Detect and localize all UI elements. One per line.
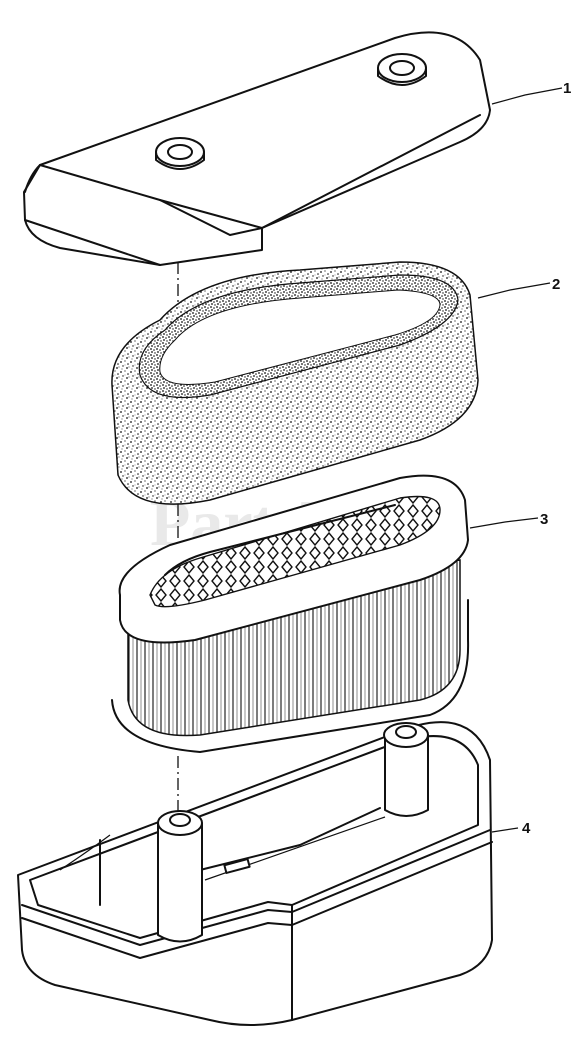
callout-4: 4	[522, 820, 531, 837]
part-2-foam-precleaner	[111, 261, 479, 505]
callout-1: 1	[563, 80, 571, 97]
callout-2: 2	[552, 276, 560, 293]
callout-3: 3	[540, 511, 548, 528]
part-4-base	[17, 721, 493, 1026]
callout-leaders	[469, 87, 563, 833]
part-1-cover	[23, 31, 491, 266]
part-3-paper-element	[111, 474, 470, 753]
